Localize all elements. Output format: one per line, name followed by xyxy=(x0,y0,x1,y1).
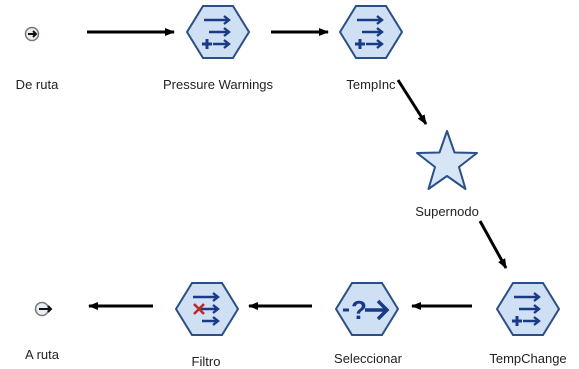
path-out-icon xyxy=(34,301,53,317)
node-label-from-path: De ruta xyxy=(15,77,59,92)
node-label-to-path: A ruta xyxy=(25,347,59,362)
node-pressure-warnings[interactable] xyxy=(183,2,253,72)
node-tempinc[interactable] xyxy=(336,2,406,72)
edge-tempinc-to-supernode[interactable] xyxy=(396,79,428,125)
star-icon xyxy=(416,130,478,190)
node-label-filter: Filtro xyxy=(191,354,221,369)
node-label-supernode: Supernodo xyxy=(415,204,479,219)
node-label-select: Seleccionar xyxy=(334,351,402,366)
derive-icon xyxy=(185,5,251,59)
node-supernode[interactable] xyxy=(412,129,482,199)
node-label-tempchange: TempChange xyxy=(489,351,567,366)
node-tempchange[interactable] xyxy=(493,279,563,349)
node-label-tempinc: TempInc xyxy=(346,77,396,92)
node-from-path[interactable] xyxy=(0,2,70,72)
edge-supernode-to-tempchange[interactable] xyxy=(478,220,508,269)
node-to-path[interactable] xyxy=(8,279,78,349)
svg-text:?: ? xyxy=(351,295,367,325)
path-in-icon xyxy=(24,26,40,42)
select-icon: ? xyxy=(334,282,400,336)
filter-icon xyxy=(174,282,240,336)
derive-icon xyxy=(338,5,404,59)
node-label-pressure-warnings: Pressure Warnings xyxy=(162,77,274,92)
node-select[interactable]: ? xyxy=(332,279,402,349)
node-filter[interactable] xyxy=(172,279,242,349)
derive-icon xyxy=(495,282,561,336)
